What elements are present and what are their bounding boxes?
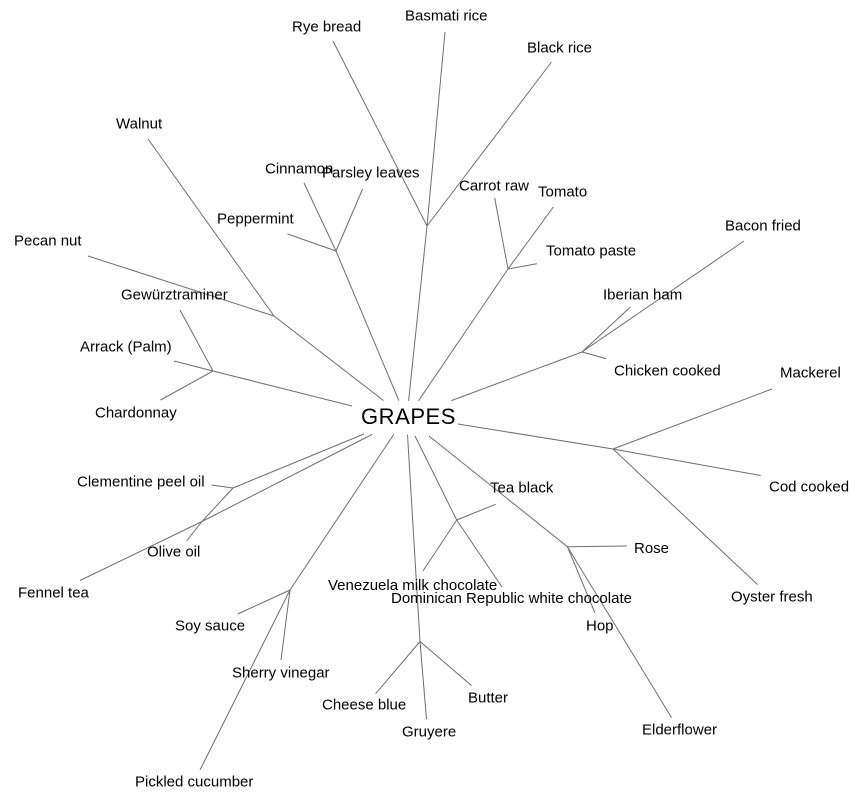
svg-text:Venezuela milk chocolate: Venezuela milk chocolate [328, 577, 497, 594]
svg-text:Cinnamon: Cinnamon [265, 161, 333, 178]
svg-text:Cod cooked: Cod cooked [769, 479, 849, 496]
svg-text:Walnut: Walnut [116, 116, 163, 133]
svg-text:Basmati rice: Basmati rice [405, 8, 488, 25]
svg-text:Cheese blue: Cheese blue [322, 697, 406, 714]
svg-text:Parsley leaves: Parsley leaves [322, 165, 420, 182]
svg-text:Butter: Butter [468, 690, 508, 707]
svg-text:Bacon fried: Bacon fried [725, 218, 801, 235]
svg-text:Pickled cucumber: Pickled cucumber [135, 773, 253, 790]
svg-text:GRAPES: GRAPES [361, 404, 456, 429]
svg-text:Rye bread: Rye bread [292, 19, 361, 36]
svg-text:Chicken cooked: Chicken cooked [614, 363, 721, 380]
svg-text:Pecan nut: Pecan nut [14, 233, 82, 250]
svg-text:Elderflower: Elderflower [642, 722, 717, 739]
svg-text:Oyster fresh: Oyster fresh [731, 589, 813, 606]
svg-text:Peppermint: Peppermint [217, 211, 295, 228]
svg-text:Tomato: Tomato [538, 184, 587, 201]
svg-text:Arrack (Palm): Arrack (Palm) [80, 339, 172, 356]
svg-text:Fennel tea: Fennel tea [18, 585, 90, 602]
svg-text:Olive oil: Olive oil [147, 544, 200, 561]
svg-text:Hop: Hop [586, 618, 614, 635]
svg-text:Gewürztraminer: Gewürztraminer [121, 287, 228, 304]
svg-text:Carrot raw: Carrot raw [459, 178, 529, 195]
svg-text:Gruyere: Gruyere [402, 724, 456, 741]
svg-text:Tomato paste: Tomato paste [546, 243, 636, 260]
svg-text:Mackerel: Mackerel [780, 365, 841, 382]
svg-text:Black rice: Black rice [527, 40, 592, 57]
svg-text:Dominican Republic white choco: Dominican Republic white chocolate [391, 590, 632, 607]
svg-text:Soy sauce: Soy sauce [175, 618, 245, 635]
svg-text:Iberian ham: Iberian ham [603, 287, 682, 304]
svg-text:Sherry vinegar: Sherry vinegar [232, 665, 330, 682]
svg-text:Tea black: Tea black [490, 479, 554, 496]
svg-text:Rose: Rose [634, 540, 669, 557]
svg-text:Chardonnay: Chardonnay [95, 405, 177, 422]
svg-text:Clementine peel oil: Clementine peel oil [77, 474, 205, 491]
